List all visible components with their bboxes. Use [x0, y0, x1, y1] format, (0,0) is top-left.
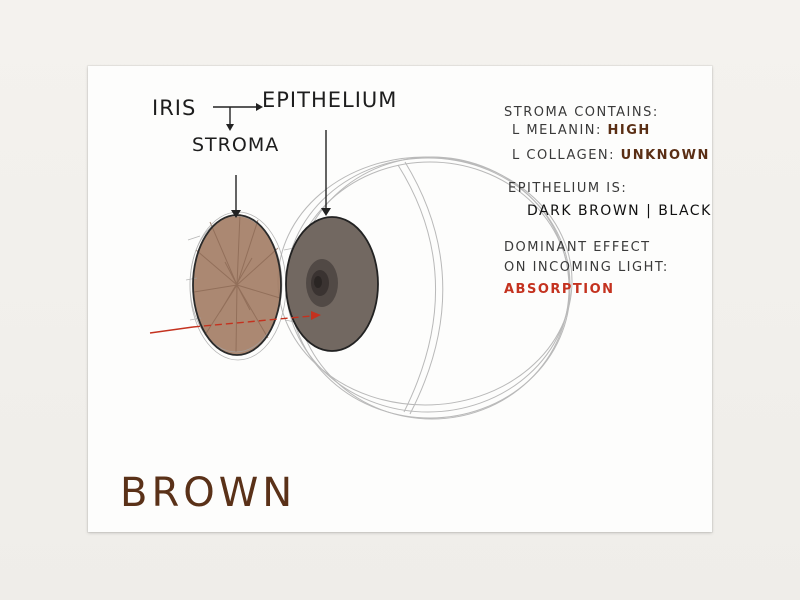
light-ray-arrowhead — [311, 311, 321, 320]
note-dominant-value: ABSORPTION — [504, 282, 615, 297]
label-arrows — [213, 106, 327, 212]
paper-sheet — [88, 66, 712, 532]
epithelium-layer — [285, 216, 379, 352]
light-ray — [149, 311, 321, 334]
note-stroma-contains: STROMA CONTAINS: — [504, 105, 659, 120]
label-stroma: STROMA — [192, 134, 280, 156]
arrowheads — [226, 103, 331, 218]
note-dominant-effect-line1: DOMINANT EFFECT — [504, 240, 651, 255]
note-epithelium-is: EPITHELIUM IS: — [508, 181, 628, 196]
note-melanin: L MELANIN: HIGH — [512, 123, 651, 138]
note-collagen-label: L COLLAGEN: — [512, 148, 616, 163]
note-collagen-value: UNKNOWN — [620, 148, 710, 163]
note-epithelium-value: DARK BROWN | BLACK — [527, 203, 712, 219]
label-epithelium: EPITHELIUM — [262, 88, 398, 112]
label-iris: IRIS — [152, 96, 197, 120]
note-melanin-value: HIGH — [607, 123, 651, 138]
note-dominant-effect-line2: ON INCOMING LIGHT: — [504, 260, 669, 275]
note-collagen: L COLLAGEN: UNKNOWN — [512, 148, 710, 163]
note-melanin-label: L MELANIN: — [512, 123, 602, 138]
stroma-layer — [185, 211, 296, 361]
eye-color-title: BROWN — [120, 470, 297, 516]
